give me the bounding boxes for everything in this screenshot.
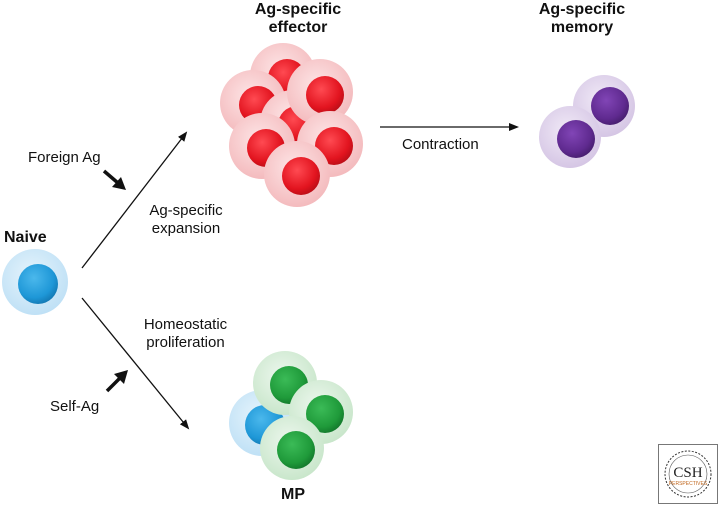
expansion-label-line2: expansion [151, 220, 221, 237]
logo-text: CSH [673, 465, 702, 481]
mp-label: MP [281, 486, 305, 503]
self-ag-stimulus-arrow [105, 370, 128, 393]
expansion-label-line1: Ag-specific [149, 202, 223, 219]
homeostatic-label: Homeostatic proliferation [128, 316, 243, 352]
memory-title-line2: memory [550, 19, 614, 36]
memory-title: Ag-specific memory [527, 1, 637, 37]
mp-cell [260, 416, 324, 480]
self-ag-label: Self-Ag [50, 398, 100, 415]
expansion-label: Ag-specific expansion [136, 202, 236, 238]
naive-cell [2, 249, 68, 315]
logo-subtext: PERSPECTIVES [669, 481, 708, 487]
logo-graphic: CSH PERSPECTIVES [658, 444, 718, 504]
foreign-ag-label: Foreign Ag [28, 149, 101, 166]
mp-cell-cluster [229, 351, 353, 480]
memory-cell [539, 106, 601, 168]
contraction-label: Contraction [402, 136, 479, 153]
effector-cell [264, 141, 330, 207]
effector-title-line1: Ag-specific [254, 1, 342, 18]
memory-title-line1: Ag-specific [538, 1, 626, 18]
naive-label: Naive [4, 229, 47, 246]
effector-cell-cluster [220, 43, 363, 207]
memory-cell-cluster [539, 75, 635, 168]
effector-cell [287, 59, 353, 125]
expansion-arrow [81, 131, 188, 269]
effector-title-line2: effector [268, 19, 328, 36]
foreign-ag-stimulus-arrow [102, 169, 126, 190]
homeostatic-label-line2: proliferation [146, 334, 225, 351]
homeostatic-label-line1: Homeostatic [143, 316, 228, 333]
homeostatic-arrow [81, 297, 190, 430]
csh-perspectives-logo: CSH PERSPECTIVES [658, 444, 718, 504]
effector-title: Ag-specific effector [248, 1, 348, 37]
